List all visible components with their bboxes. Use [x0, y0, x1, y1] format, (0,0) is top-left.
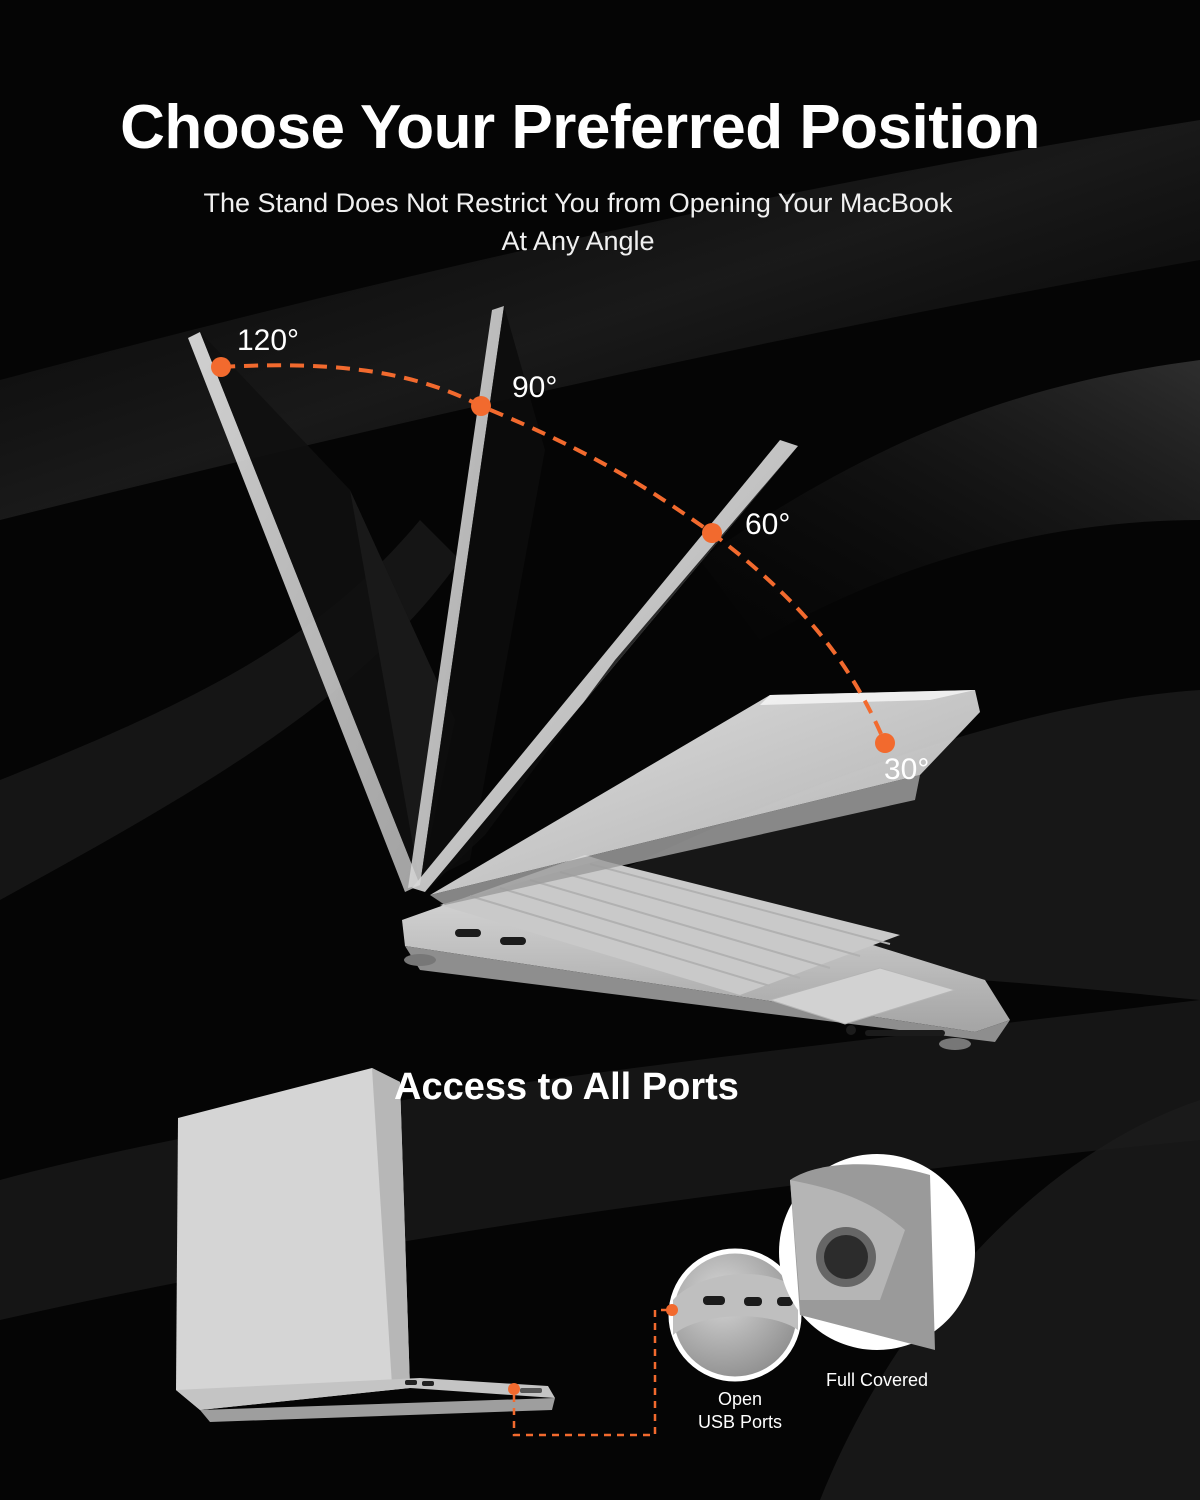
subtitle-line-2: At Any Angle [501, 226, 655, 256]
zoom-usb-ports [666, 1248, 802, 1382]
page-title: Choose Your Preferred Position [120, 93, 1040, 162]
port-connector [512, 1308, 672, 1437]
angle-markers [211, 357, 895, 753]
angle-label-90: 90° [512, 371, 558, 404]
ports-section-title: Access to All Ports [394, 1066, 739, 1108]
marker-60 [702, 523, 722, 543]
caption-full-covered: Full Covered [825, 1370, 929, 1390]
closed-laptop [176, 1068, 555, 1422]
laptop-base [402, 855, 1010, 1050]
angle-label-30: 30° [884, 753, 930, 786]
caption-open-line-1: Open [717, 1389, 763, 1409]
lid-30 [430, 690, 980, 905]
marker-30 [875, 733, 895, 753]
marker-90 [471, 396, 491, 416]
lid-60 [412, 440, 798, 892]
angle-arc [220, 363, 887, 744]
caption-open-usb-ports: Open USB Ports [690, 1388, 790, 1434]
lid-90 [408, 306, 545, 888]
page-subtitle: The Stand Does Not Restrict You from Ope… [0, 184, 1156, 260]
angle-label-120: 120° [237, 324, 300, 357]
angle-label-60: 60° [745, 508, 791, 541]
caption-open-line-2: USB Ports [697, 1412, 783, 1432]
zoom-full-covered [779, 1154, 975, 1350]
marker-120 [211, 357, 231, 377]
subtitle-line-1: The Stand Does Not Restrict You from Ope… [203, 188, 953, 218]
